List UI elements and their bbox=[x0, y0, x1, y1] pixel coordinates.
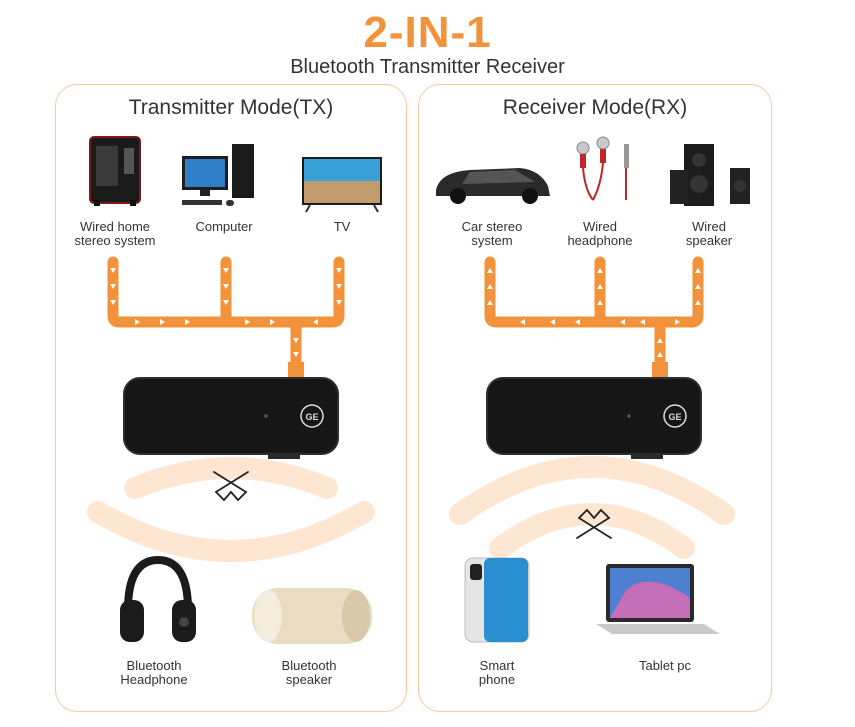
tv-icon bbox=[302, 157, 382, 213]
earbuds-icon bbox=[576, 136, 629, 201]
tx-bluetooth-symbol bbox=[213, 471, 249, 502]
tx-panel bbox=[55, 84, 407, 712]
headline: 2-IN-1 bbox=[363, 8, 492, 57]
rx-panel bbox=[418, 84, 772, 712]
stereo-tower-icon bbox=[89, 136, 141, 206]
rx-plug bbox=[652, 362, 668, 378]
rx-connector-arrows bbox=[487, 268, 701, 357]
label-line: speaker bbox=[285, 672, 333, 687]
tx-output-label-headphone: Bluetooth Headphone bbox=[102, 659, 206, 687]
label-line: headphone bbox=[567, 233, 633, 248]
rx-device-logo: GE bbox=[668, 412, 681, 422]
label-line: stereo system bbox=[74, 233, 156, 248]
tx-connector-tree bbox=[107, 256, 345, 382]
rx-panel-title: Receiver Mode(RX) bbox=[502, 96, 688, 119]
bluetooth-speaker-icon bbox=[252, 588, 372, 644]
tx-device-logo: GE bbox=[305, 412, 318, 422]
label-line: Wired bbox=[583, 219, 617, 234]
rx-output-label-tablet: Tablet pc bbox=[613, 659, 717, 673]
subtitle: Bluetooth Transmitter Receiver bbox=[290, 56, 565, 78]
label-line: system bbox=[471, 233, 513, 248]
tx-output-label-speaker: Bluetooth speaker bbox=[257, 659, 361, 687]
car-icon bbox=[436, 168, 550, 204]
label-line: Wired home bbox=[79, 219, 151, 234]
tx-plug bbox=[288, 362, 304, 378]
tx-source-label-tv: TV bbox=[290, 220, 394, 234]
label-line: Wired bbox=[692, 219, 726, 234]
label-line: Car stereo bbox=[461, 219, 523, 234]
tx-device: GE bbox=[123, 377, 339, 459]
rx-signal-waves bbox=[449, 456, 735, 559]
rx-output-label-phone: Smart phone bbox=[445, 659, 549, 687]
rx-connector-tree bbox=[484, 256, 704, 382]
laptop-icon bbox=[596, 564, 720, 634]
tx-source-label-stereo: Wired home stereo system bbox=[60, 220, 170, 248]
label-line: Headphone bbox=[120, 672, 188, 687]
label-line: Bluetooth bbox=[126, 658, 182, 673]
tx-source-label-computer: Computer bbox=[172, 220, 276, 234]
desktop-computer-icon bbox=[182, 144, 254, 206]
rx-source-label-headphone: Wired headphone bbox=[548, 220, 652, 248]
smartphone-icon bbox=[464, 557, 530, 643]
label-line: TV bbox=[333, 219, 351, 234]
tx-signal-waves bbox=[87, 457, 375, 562]
label-line: Computer bbox=[195, 219, 253, 234]
label-line: phone bbox=[478, 672, 516, 687]
tx-panel-title: Transmitter Mode(TX) bbox=[128, 96, 334, 119]
label-line: Bluetooth bbox=[281, 658, 337, 673]
rx-source-label-speaker: Wired speaker bbox=[657, 220, 761, 248]
rx-source-label-car: Car stereo system bbox=[440, 220, 544, 248]
rx-bluetooth-symbol bbox=[576, 508, 612, 539]
speaker-set-icon bbox=[670, 144, 750, 206]
label-line: speaker bbox=[685, 233, 733, 248]
rx-device: GE bbox=[486, 377, 702, 459]
label-line: Smart bbox=[479, 658, 515, 673]
label-line: Tablet pc bbox=[638, 658, 692, 673]
headphone-icon bbox=[120, 555, 196, 642]
tx-connector-arrows bbox=[110, 268, 342, 357]
